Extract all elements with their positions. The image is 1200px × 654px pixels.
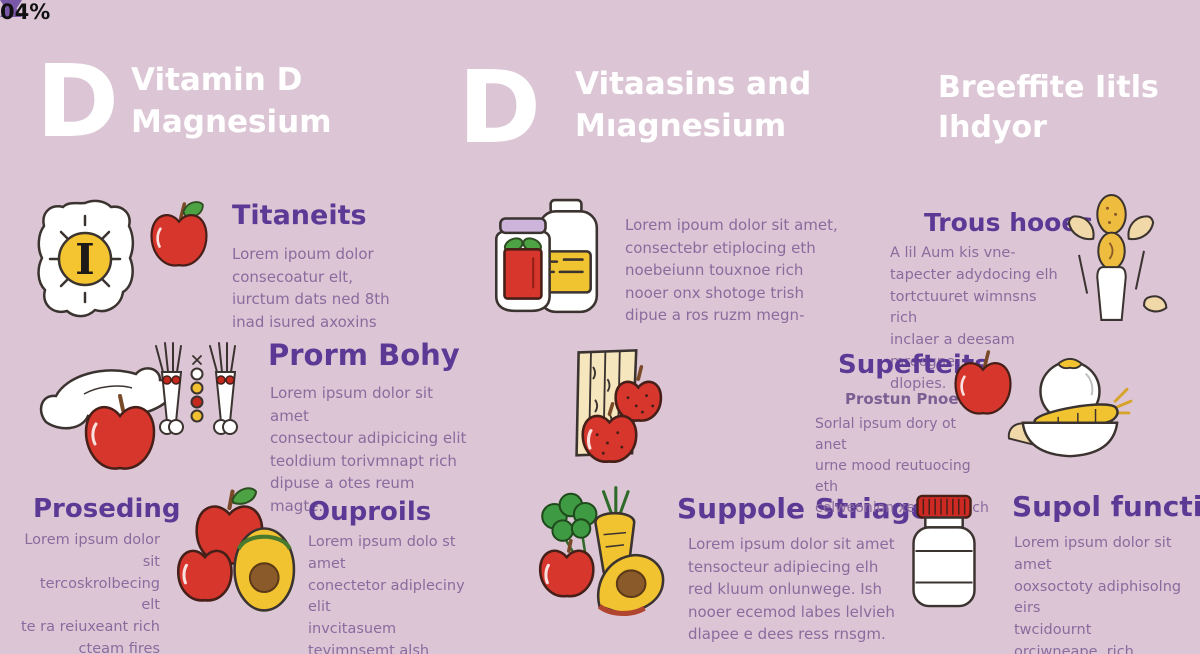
header-right-title-line2: Ihdyor [938,110,1047,146]
section-body-supol-function: Lorem ipsum dolor sit amet ooxsoctoty ad… [1014,535,1182,654]
vitamin-d-badge-mid: D [458,49,542,166]
milk-bottle-icon [912,494,976,608]
header-mid-title: Vitaasins and Mıagnesium [575,64,811,147]
lasagna-apples-icon [575,349,663,463]
sun-egg-badge-icon: I [37,199,135,318]
header-left-title-line1: Vitamin D [131,62,303,98]
header-mid-title-line1: Vitaasins and [575,66,812,102]
section-body-titaneits: Lorem ipoum dolor consecoatur elt, iurct… [232,245,390,331]
vitamin-d-badge-left: D [36,43,120,160]
section-body-proseding: Lorem ipsum dolor sit tercoskrolbecing e… [20,532,160,654]
header-mid-title-line2: Mıagnesium [575,107,787,144]
section-heading-prorm-bohy: Prorm Bohy [268,338,460,372]
apple-icon [954,350,1012,415]
section-body-suppole-striage: Lorem ipsum dolor sit amet tensocteur ad… [688,535,895,643]
section-heading-proseding: Proseding [33,494,181,524]
milk-percentage-label: 04% [0,0,51,24]
apples-avocado-icon [176,487,296,612]
header-right-title-line1: Breeffite Iitls [938,70,1159,105]
apple-icon [150,201,208,267]
onion-bowl-carrot-icon [1007,357,1133,458]
section-body-mid-1: Lorem ipoum dolor sit amet, consectebr e… [625,216,838,324]
section-body-ouproils: Lorem ipsum dolo st amet conectetor adip… [308,534,465,654]
header-right-title: Breeffite Iitls Ihdyor [938,68,1159,148]
parsley-carrot-apple-avocado-icon [538,486,665,616]
jam-jar-supplement-icon [494,198,599,314]
section-body-prorm-bohy: Lorem ipsum dolor sit amet consectour ad… [270,384,467,515]
section-heading-supol-function: Supol function [1012,490,1200,523]
bones-minerals-icon [155,342,238,435]
header-left-title: Vitamin D Magnesium [131,60,332,143]
bone-apple-icon [39,367,174,470]
header-left-title-line2: Magnesium [131,103,332,140]
section-heading-suppole-striage: Suppole Striage [677,492,930,525]
section-heading-trous-hooes: Trous hooes [924,208,1094,237]
garlic-bone-icon [1067,194,1168,321]
sun-letter: I [75,235,95,284]
arrow-down-icon [0,0,22,17]
section-heading-titaneits: Titaneits [232,200,367,231]
section-body-trous-hooes: A lil Aum kis vne- tapecter adydocing el… [890,245,1058,392]
section-heading-ouproils: Ouproils [308,497,432,527]
